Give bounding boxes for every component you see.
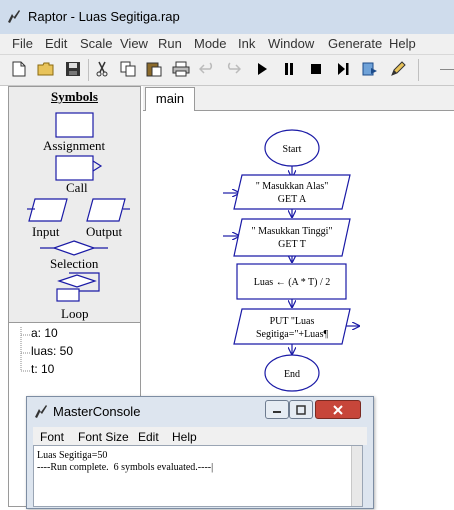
menu-scale[interactable]: Scale — [80, 36, 113, 51]
loop-symbol-icon[interactable] — [55, 271, 101, 303]
close-button[interactable] — [315, 400, 361, 419]
input-label: Input — [32, 224, 60, 239]
assignment-label: Assignment — [43, 138, 106, 153]
console-output-line: Luas Segitiga=50 — [37, 450, 108, 461]
maximize-icon — [296, 404, 306, 415]
symbols-header: Symbols — [51, 89, 98, 104]
console-menu-bar: Font Font Size Edit Help — [33, 427, 367, 445]
input-tinggi-symbol[interactable] — [233, 218, 351, 257]
menu-window[interactable]: Window — [268, 36, 315, 51]
paste-icon[interactable] — [143, 58, 165, 80]
selection-symbol-icon[interactable] — [39, 240, 109, 256]
cut-scissors-icon[interactable] — [91, 58, 113, 80]
menu-view[interactable]: View — [120, 36, 148, 51]
pen-ink-icon[interactable] — [387, 58, 409, 80]
raptor-app-icon — [35, 405, 47, 418]
input-symbol-icon[interactable] — [27, 197, 69, 223]
console-title: MasterConsole — [53, 404, 141, 419]
call-label: Call — [66, 180, 88, 195]
open-folder-icon[interactable] — [35, 58, 57, 80]
close-icon — [333, 404, 343, 415]
flowchart: Start " Masukkan Alas" GET A " Masukkan … — [223, 129, 454, 392]
output-label: Output — [86, 224, 123, 239]
menu-ink[interactable]: Ink — [238, 36, 256, 51]
tab-strip: main — [143, 86, 454, 111]
console-scrollbar[interactable] — [351, 446, 362, 506]
console-menu-help[interactable]: Help — [172, 430, 197, 444]
call-symbol-icon[interactable] — [55, 155, 103, 181]
pause-icon[interactable] — [278, 58, 300, 80]
console-output-line: ----Run complete. 6 symbols evaluated.--… — [37, 462, 214, 473]
window-title: Raptor - Luas Segitiga.rap — [28, 9, 180, 24]
tab-main[interactable]: main — [145, 87, 195, 111]
output-put-line2: Segitiga="+Luas¶ — [256, 329, 329, 340]
master-console-window: MasterConsole Font Font Size Edit Help L… — [26, 396, 374, 509]
toolbar-separator — [418, 59, 419, 81]
step-icon[interactable] — [332, 58, 354, 80]
undo-icon[interactable] — [196, 58, 218, 80]
selection-label: Selection — [50, 256, 99, 271]
console-menu-edit[interactable]: Edit — [138, 430, 159, 444]
input-alas-symbol[interactable] — [233, 174, 351, 210]
redo-icon[interactable] — [222, 58, 244, 80]
end-label: End — [284, 369, 300, 380]
minimize-button[interactable] — [265, 400, 289, 419]
assignment-luas-symbol[interactable] — [236, 263, 347, 300]
input-tinggi-prompt: " Masukkan Tinggi" — [252, 226, 333, 237]
new-file-icon[interactable] — [8, 58, 30, 80]
toolbar-slider-track[interactable] — [440, 69, 454, 70]
input-alas-get: GET A — [278, 194, 307, 205]
menu-edit[interactable]: Edit — [45, 36, 68, 51]
console-menu-font-size[interactable]: Font Size — [78, 430, 129, 444]
assignment-symbol-icon[interactable] — [55, 112, 95, 138]
copy-icon[interactable] — [117, 58, 139, 80]
toolbar-separator — [88, 59, 89, 81]
minimize-icon — [273, 410, 281, 413]
menu-bar: File Edit Scale View Run Mode Ink Window… — [0, 34, 454, 55]
assignment-expression: Luas ← (A * T) / 2 — [254, 277, 330, 288]
start-label: Start — [283, 144, 302, 155]
flowchart-canvas[interactable]: Start " Masukkan Alas" GET A " Masukkan … — [143, 111, 454, 507]
loop-label: Loop — [61, 306, 89, 321]
save-disk-icon[interactable] — [62, 58, 84, 80]
input-alas-prompt: " Masukkan Alas" — [256, 181, 329, 192]
variable-item[interactable]: a: 10 — [31, 326, 58, 340]
debug-step-icon[interactable] — [359, 58, 381, 80]
end-terminal[interactable] — [264, 354, 320, 392]
tree-lines-icon — [20, 327, 30, 372]
variable-item[interactable]: luas: 50 — [31, 344, 74, 358]
menu-help[interactable]: Help — [389, 36, 416, 51]
run-play-icon[interactable] — [251, 58, 273, 80]
symbols-panel: Symbols Assignment Call Input Output Sel… — [8, 86, 141, 323]
console-output-area[interactable]: Luas Segitiga=50 ----Run complete. 6 sym… — [33, 445, 363, 507]
menu-file[interactable]: File — [12, 36, 33, 51]
menu-run[interactable]: Run — [158, 36, 182, 51]
toolbar — [0, 55, 454, 86]
input-tinggi-get: GET T — [278, 239, 306, 250]
raptor-app-icon — [8, 10, 20, 23]
print-icon[interactable] — [170, 58, 192, 80]
output-put-line1: PUT "Luas — [270, 316, 315, 327]
menu-mode[interactable]: Mode — [194, 36, 227, 51]
variable-item[interactable]: t: 10 — [31, 362, 55, 376]
start-terminal[interactable] — [264, 129, 320, 167]
menu-generate[interactable]: Generate — [328, 36, 383, 51]
title-bar: Raptor - Luas Segitiga.rap — [0, 0, 454, 35]
output-luas-symbol[interactable] — [233, 308, 351, 345]
stop-icon[interactable] — [305, 58, 327, 80]
output-symbol-icon[interactable] — [85, 197, 131, 223]
maximize-button[interactable] — [289, 400, 313, 419]
console-menu-font[interactable]: Font — [40, 430, 65, 444]
